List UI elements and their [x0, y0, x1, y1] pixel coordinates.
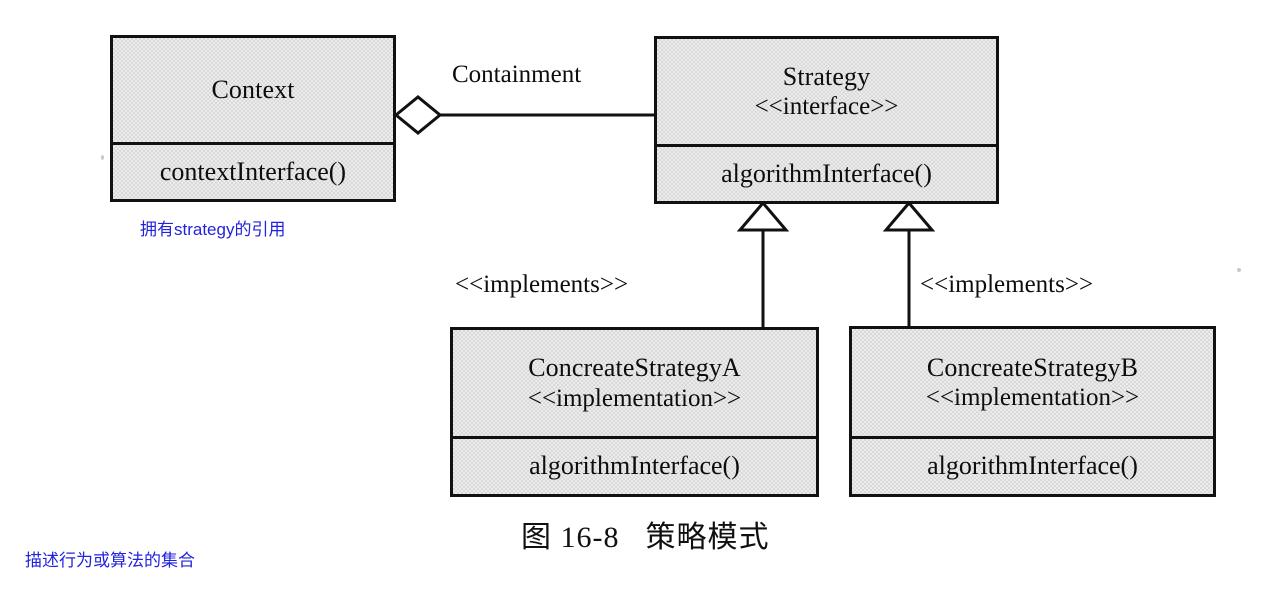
class-name-context: Context — [211, 74, 295, 104]
class-box-context-header: Context — [113, 38, 393, 142]
class-box-concreate-strategy-b-operations: algorithmInterface() — [852, 436, 1213, 494]
figure-caption-title: 策略模式 — [645, 521, 770, 554]
annotation-context-note: 拥有strategy的引用 — [140, 220, 286, 239]
class-stereotype-strategy: <<interface>> — [754, 93, 899, 121]
class-stereotype-concreate-strategy-b: <<implementation>> — [925, 384, 1140, 412]
annotation-strategy-note: 描述行为或算法的集合 — [25, 551, 195, 570]
aggregation-diamond-icon — [393, 95, 443, 135]
class-box-strategy-operations: algorithmInterface() — [657, 144, 996, 201]
class-box-concreate-strategy-a-operations: algorithmInterface() — [453, 436, 816, 494]
operation-concreate-strategy-b-algorithm-interface: algorithmInterface() — [927, 451, 1138, 481]
class-box-concreate-strategy-b[interactable]: ConcreateStrategyB <<implementation>> al… — [849, 326, 1216, 497]
class-stereotype-concreate-strategy-a: <<implementation>> — [527, 384, 742, 412]
relation-label-implements-left: <<implements>> — [455, 271, 629, 298]
class-name-strategy: Strategy — [782, 61, 871, 91]
class-name-concreate-strategy-a: ConcreateStrategyA — [528, 353, 741, 383]
inheritance-triangle-left-icon — [736, 200, 790, 232]
relation-label-implements-right: <<implements>> — [920, 271, 1094, 298]
scan-speck — [1237, 268, 1241, 272]
class-name-concreate-strategy-b: ConcreateStrategyB — [926, 352, 1139, 382]
operation-context-interface: contextInterface() — [159, 156, 347, 186]
class-box-context[interactable]: Context contextInterface() — [110, 35, 396, 202]
figure-caption: 图 16-8 策略模式 — [521, 523, 770, 553]
figure-caption-number: 图 16-8 — [521, 521, 620, 554]
class-box-concreate-strategy-b-header: ConcreateStrategyB <<implementation>> — [852, 329, 1213, 436]
class-box-concreate-strategy-a-header: ConcreateStrategyA <<implementation>> — [453, 330, 816, 436]
operation-concreate-strategy-a-algorithm-interface: algorithmInterface() — [529, 451, 740, 481]
relation-label-containment: Containment — [452, 61, 582, 88]
class-box-strategy-header: Strategy <<interface>> — [657, 39, 996, 144]
class-box-strategy[interactable]: Strategy <<interface>> algorithmInterfac… — [654, 36, 999, 204]
inheritance-triangle-right-icon — [882, 200, 936, 232]
class-box-context-operations: contextInterface() — [113, 142, 393, 199]
scan-speck — [101, 155, 104, 160]
operation-strategy-algorithm-interface: algorithmInterface() — [721, 158, 932, 188]
class-box-concreate-strategy-a[interactable]: ConcreateStrategyA <<implementation>> al… — [450, 327, 819, 497]
